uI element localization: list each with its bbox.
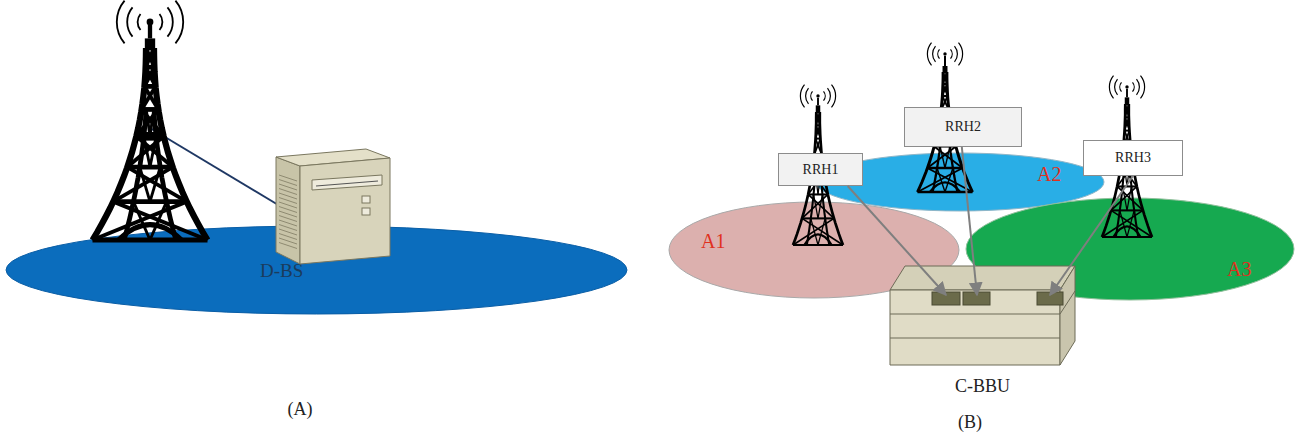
- radio-wave: [1136, 79, 1139, 95]
- antenna-mast: [944, 56, 946, 66]
- antenna-mast: [817, 98, 819, 105]
- bbu-front: [890, 290, 1060, 365]
- rrh-label: RRH2: [945, 120, 981, 134]
- tower-brace: [942, 84, 947, 96]
- radio-wave: [127, 7, 132, 36]
- radio-wave: [927, 43, 931, 66]
- rrh-label: RRH3: [1115, 151, 1151, 165]
- panel-label: (A): [288, 400, 313, 418]
- radio-wave: [159, 14, 162, 30]
- radio-wave: [1133, 82, 1135, 91]
- tower-brace: [127, 167, 186, 202]
- lattice-tower: [93, 1, 208, 240]
- server-box: [276, 149, 390, 264]
- server-button: [362, 196, 370, 203]
- server-front: [300, 158, 390, 264]
- tower-cap: [1125, 97, 1130, 104]
- tower-cap: [943, 66, 948, 72]
- tower-brace: [943, 72, 947, 84]
- radio-wave: [954, 46, 957, 62]
- rrh-label-box: RRH1: [778, 153, 863, 186]
- antenna-tip: [147, 19, 154, 26]
- radio-wave: [827, 88, 830, 104]
- tower-brace: [150, 136, 156, 167]
- tower-brace: [816, 125, 820, 138]
- radio-wave: [933, 46, 936, 62]
- area-label: A3: [1227, 259, 1251, 279]
- server-side: [276, 157, 300, 264]
- rrh-label-box: RRH2: [904, 107, 1022, 147]
- server-button: [362, 208, 370, 215]
- tower-brace: [113, 167, 172, 202]
- radio-wave: [138, 14, 141, 30]
- antenna-tip: [943, 52, 946, 55]
- bbu-device: C-BBU: [885, 258, 1080, 398]
- bbu-port: [1037, 292, 1063, 305]
- radio-wave: [951, 49, 953, 58]
- antenna-tip: [1125, 85, 1128, 88]
- radio-wave: [175, 1, 183, 44]
- tower-brace: [136, 109, 158, 136]
- tower-brace: [1125, 104, 1129, 117]
- radio-wave: [800, 85, 804, 108]
- tower-brace: [146, 48, 154, 67]
- drive-slot: [316, 181, 378, 186]
- device-label: C-BBU: [885, 377, 1080, 395]
- bbu-port: [932, 292, 960, 305]
- tower-brace: [146, 48, 154, 67]
- rrh-label: RRH1: [803, 163, 839, 177]
- tower-cap: [145, 38, 155, 48]
- tower-brace: [127, 136, 163, 167]
- area-label: D-BS: [260, 261, 303, 280]
- radio-wave: [811, 91, 813, 100]
- tower-brace: [150, 109, 154, 136]
- bbu-side: [1060, 266, 1075, 365]
- radio-wave: [958, 43, 962, 66]
- panel-label: (B): [958, 413, 982, 431]
- tower-brace: [144, 67, 154, 86]
- bbu-line: [890, 338, 1060, 339]
- bbu-top: [890, 266, 1075, 290]
- radio-wave: [1120, 82, 1122, 91]
- rrh-label-box: RRH3: [1083, 140, 1183, 176]
- area-label: A2: [1037, 164, 1061, 184]
- radio-wave: [824, 91, 826, 100]
- ellipse-fill: [6, 226, 627, 314]
- tower-brace: [816, 125, 820, 138]
- tower-brace: [1125, 104, 1129, 117]
- radio-wave: [167, 7, 172, 36]
- radio-wave: [831, 85, 835, 108]
- tower-brace: [1125, 117, 1129, 130]
- radio-wave: [1109, 76, 1113, 99]
- drive-slot: [312, 175, 382, 190]
- radio-wave: [1115, 79, 1118, 95]
- radio-wave: [117, 1, 125, 44]
- tower-brace: [144, 136, 150, 167]
- tower-brace: [150, 167, 160, 202]
- bbu-line: [890, 314, 1060, 315]
- tower-brace: [816, 112, 820, 125]
- tower-brace: [1125, 117, 1129, 130]
- tower-cap: [816, 105, 821, 112]
- area-label: A1: [701, 231, 725, 251]
- tower-brace: [943, 84, 948, 96]
- antenna-tip: [816, 94, 819, 97]
- tower-brace: [142, 86, 156, 109]
- tower-brace: [816, 112, 820, 125]
- radio-wave: [1140, 76, 1144, 99]
- server-vent: [279, 243, 297, 249]
- tower-brace: [140, 167, 150, 202]
- antenna-mast: [148, 24, 152, 38]
- tower-brace: [136, 136, 172, 167]
- radio-wave: [938, 49, 940, 58]
- tower-brace: [943, 72, 947, 84]
- bbu-port: [963, 292, 990, 305]
- antenna-mast: [1126, 89, 1128, 97]
- radio-wave: [806, 88, 809, 104]
